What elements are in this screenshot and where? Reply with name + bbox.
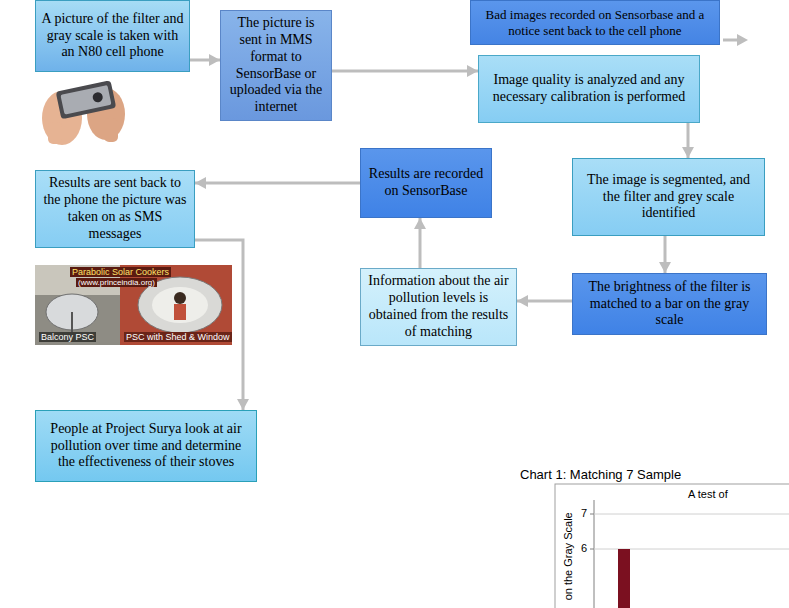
flow-arrow — [517, 295, 572, 307]
finger-shape — [48, 122, 62, 144]
box-text: The image is segmented, and the filter a… — [578, 172, 759, 222]
chart-subtitle: A test of — [688, 488, 728, 501]
box-text: The picture is sent in MMS format to Sen… — [226, 15, 326, 116]
box-text: Bad images recorded on Sensorbase and a … — [476, 7, 714, 38]
arrow-head — [682, 147, 694, 158]
chart-title: Chart 1: Matching 7 Sample — [520, 468, 681, 483]
cooker-dish — [152, 287, 208, 323]
process-box: Bad images recorded on Sensorbase and a … — [470, 0, 720, 45]
cooker-photo — [35, 265, 232, 345]
arrow-head — [517, 295, 528, 307]
tick-mark — [590, 549, 594, 550]
arrow-line — [195, 240, 243, 410]
phone-lens — [92, 91, 104, 103]
person-head — [174, 292, 186, 304]
arrow-head — [237, 399, 249, 410]
chart-graphic — [555, 484, 789, 608]
process-box: The image is segmented, and the filter a… — [572, 158, 765, 236]
grid-line — [594, 514, 789, 515]
flow-arrow — [332, 65, 478, 77]
flow-arrow — [414, 218, 426, 268]
box-text: Results are sent back to the phone the p… — [41, 175, 189, 242]
box-text: A picture of the filter and gray scale i… — [41, 11, 184, 61]
process-box: Results are recorded on SensorBase — [360, 148, 492, 218]
process-box: Information about the air pollution leve… — [360, 268, 517, 346]
phone-photo — [42, 80, 125, 145]
flow-arrow — [195, 240, 249, 410]
phone-body — [56, 80, 117, 119]
arrow-head — [659, 262, 671, 273]
box-text: Information about the air pollution leve… — [366, 273, 511, 340]
arrow-line — [332, 70, 478, 73]
process-box: People at Project Surya look at air poll… — [35, 410, 257, 482]
arrow-head — [737, 34, 748, 46]
tick-label: 7 — [581, 507, 587, 520]
box-text: Results are recorded on SensorBase — [366, 166, 486, 200]
arrow-line — [195, 182, 360, 185]
box-text: Image quality is analyzed and any necess… — [484, 72, 694, 106]
phone-face — [60, 85, 111, 115]
arrow-line — [723, 39, 738, 42]
photo-caption: Parabolic Solar Cookers — [70, 267, 171, 277]
process-box: The picture is sent in MMS format to Sen… — [220, 10, 332, 121]
box-text: People at Project Surya look at air poll… — [41, 421, 251, 471]
chart-frame — [555, 484, 789, 608]
photo-caption: Balcony PSC — [39, 332, 96, 342]
finger-shape — [104, 118, 118, 142]
process-box: A picture of the filter and gray scale i… — [35, 0, 190, 72]
arrow-head — [414, 218, 426, 229]
chart-bar — [618, 549, 630, 608]
process-box: Results are sent back to the phone the p… — [35, 170, 195, 248]
flow-arrow — [195, 177, 360, 189]
arrow-head — [467, 65, 478, 77]
photo-ground — [35, 265, 232, 345]
arrow-head — [209, 54, 220, 66]
tick-label: 6 — [581, 542, 587, 555]
process-box: Image quality is analyzed and any necess… — [478, 55, 700, 123]
box-text: The brightness of the filter is matched … — [578, 279, 761, 329]
photo-caption: (www.princeindia.org) — [76, 278, 157, 287]
arrow-head — [195, 177, 206, 189]
photo-caption: PSC with Shed & Window — [124, 332, 232, 342]
axis-title: on the Gray Scale — [562, 512, 575, 600]
exit-arrow — [723, 34, 748, 46]
phone-shape — [56, 80, 117, 119]
chart-axis — [594, 500, 595, 608]
flow-arrow — [682, 123, 694, 158]
tick-mark — [590, 514, 594, 515]
flow-arrow — [190, 54, 220, 66]
flow-arrow — [659, 236, 671, 273]
person-body — [174, 304, 186, 320]
process-box: The brightness of the filter is matched … — [572, 273, 767, 335]
